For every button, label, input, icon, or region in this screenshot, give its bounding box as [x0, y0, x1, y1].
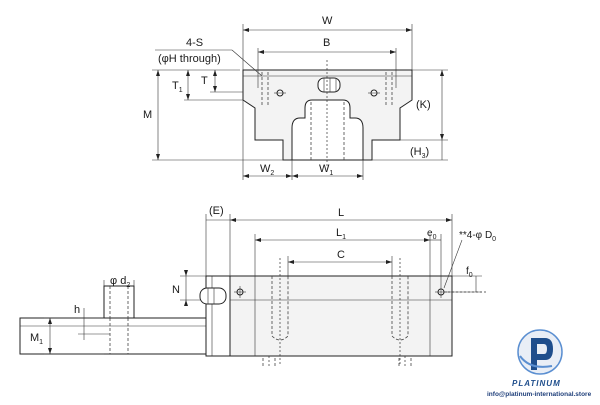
label-h-through: (φH through): [158, 53, 221, 65]
top-view: W B 4-S (φH through) M T1 T (K): [143, 15, 448, 180]
dim-T: T: [201, 75, 208, 87]
dim-W: W: [322, 15, 333, 27]
dim-H3: (H3): [410, 146, 429, 160]
dim-f0: f0: [466, 266, 473, 279]
rail: [291, 99, 364, 161]
side-grease-nipple: [199, 287, 227, 305]
dim-L1: L1: [336, 227, 346, 241]
dim-C: C: [337, 249, 345, 261]
dim-W2: W2: [260, 163, 274, 177]
rail-counterbore: [103, 285, 135, 319]
dim-W1: W1: [319, 163, 333, 177]
dim-K: (K): [416, 99, 431, 111]
label-4-S: 4-S: [186, 37, 203, 49]
dim-h: h: [74, 304, 80, 316]
side-view: (E) L L1 e0 C **4-φ D0 f0: [19, 205, 496, 368]
logo-email[interactable]: info@platinum-international.store: [487, 391, 592, 398]
side-carriage: [229, 275, 453, 357]
dim-B: B: [323, 37, 330, 49]
platinum-logo: PLATINUM info@platinum-international.sto…: [487, 329, 592, 398]
dim-T1: T1: [172, 80, 183, 94]
dim-M: M: [143, 109, 152, 121]
dim-N: N: [172, 284, 180, 296]
dim-L: L: [338, 207, 344, 219]
label-4-D0: **4-φ D0: [459, 230, 496, 243]
dim-E: (E): [209, 205, 224, 217]
dim-M1: M1: [30, 332, 43, 346]
grease-nipple: [317, 77, 341, 93]
dim-d2: φ d2: [110, 275, 130, 289]
dim-e0: e0: [427, 228, 437, 241]
logo-brand-text: PLATINUM: [512, 379, 561, 388]
logo-p-mark: [531, 338, 553, 370]
